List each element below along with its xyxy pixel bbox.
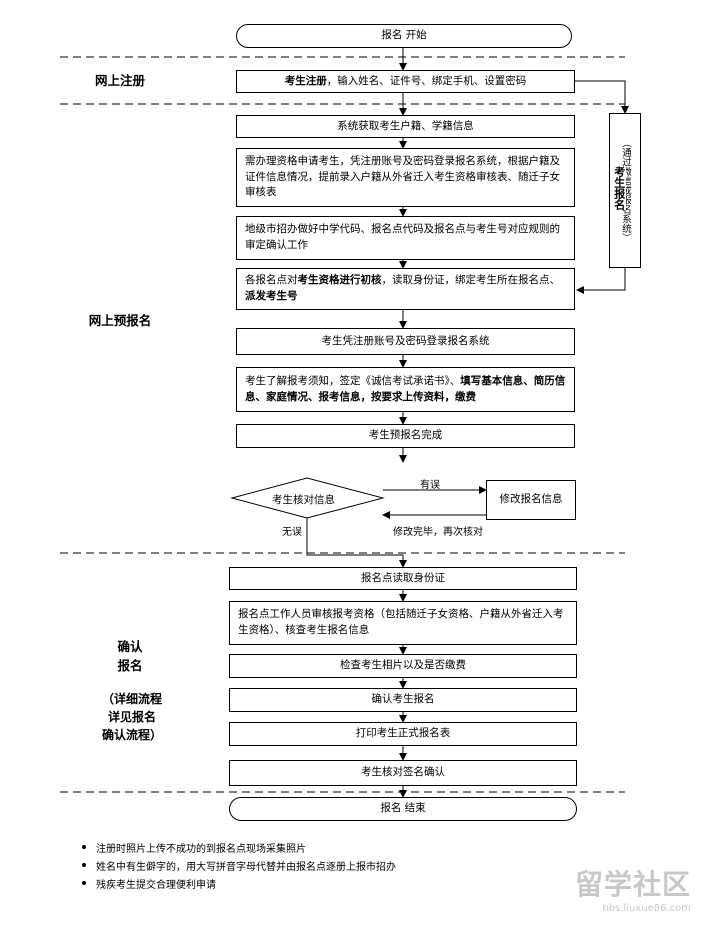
note-text: 姓名中有生僻字的，用大写拼音字母代替并由报名点逐册上报市招办: [96, 861, 396, 873]
step-register-bold: 考生注册: [284, 74, 327, 87]
step-city-codes: 地级市招办做好中学代码、报名点代码及报名点与考生号对应规则的审定确认工作: [236, 216, 575, 260]
note-text: 残疾考生提交合理便利申请: [96, 879, 216, 891]
bullet-icon: [82, 845, 86, 849]
step-modify-text: 修改报名信息: [499, 493, 563, 506]
step-print-form-text: 打印考生正式报名表: [355, 727, 451, 740]
step-prereg-done-text: 考生预报名完成: [368, 429, 443, 442]
step-initial-check-d: 派发考生号: [245, 290, 298, 302]
watermark-url: bbs.liuxue86.com: [602, 903, 691, 914]
step-confirm-registration-text: 确认考生报名: [371, 693, 435, 706]
section-confirm-note: （详细流程 详见报名 确认流程）: [101, 692, 162, 742]
bullet-icon: [82, 863, 86, 867]
step-check-photo: 检查考生相片以及是否缴费: [229, 654, 577, 678]
list-item: 残疾考生提交合理便利申请: [82, 874, 396, 892]
step-verify-qualification: 报名点工作人员审核报考资格（包括随迁子女资格、户籍从外省迁入考生资格）、核查考生…: [229, 601, 577, 645]
decision-label: 考生核对信息: [272, 494, 335, 506]
side-bold-text: 考生报名: [612, 166, 626, 210]
step-initial-check-b: 考生资格进行初核: [297, 274, 382, 287]
step-read-id-text: 报名点读取身份证: [361, 571, 445, 584]
step-print-form: 打印考生正式报名表: [229, 722, 577, 746]
step-fill-info-a: 考生了解报考须知，签定《诚信考试承诺书》、: [245, 374, 461, 387]
step-register: 考生注册，输入姓名、证件号、绑定手机、设置密码: [236, 70, 575, 93]
watermark-brand: 留学社区: [574, 868, 691, 901]
step-fill-info-b: 填写基本信息、简历信息、家庭情况、报考信息，按要求上传资料，缴费: [245, 374, 566, 403]
label-recheck: 修改完毕，再次核对: [393, 527, 483, 538]
label-ok: 无误: [282, 527, 302, 538]
start-label: 报名 开始: [381, 29, 427, 42]
step-check-photo-text: 检查考生相片以及是否缴费: [340, 659, 466, 672]
note-text: 注册时照片上传不成功的到报名点现场采集照片: [96, 843, 306, 855]
watermark: 留学社区 bbs.liuxue86.com: [575, 863, 691, 914]
end-terminal: 报名 结束: [229, 797, 577, 821]
arrow: [306, 518, 407, 568]
step-prereg-done: 考生预报名完成: [236, 424, 575, 448]
section-register: 网上注册: [94, 73, 145, 88]
bullet-icon: [82, 881, 86, 885]
step-apply-qualification: 需办理资格申请考生，凭注册账号及密码登录报名系统，根据户籍及证件信息情况，提前录…: [236, 148, 575, 207]
step-login: 考生凭注册账号及密码登录报名系统: [236, 328, 575, 355]
section-confirm: 确认 报名: [117, 639, 143, 673]
list-item: 姓名中有生僻字的，用大写拼音字母代替并由报名点逐册上报市招办: [82, 856, 396, 874]
decision-diamond: [230, 477, 385, 519]
list-item: 注册时照片上传不成功的到报名点现场采集照片: [82, 838, 396, 856]
section-preregister: 网上预报名: [88, 313, 152, 328]
step-verify-qualification-text: 报名点工作人员审核报考资格（包括随迁子女资格、户籍从外省迁入考生资格）、核查考生…: [238, 608, 564, 636]
step-sign-confirm: 考生核对签名确认: [229, 760, 577, 786]
notes-list: 注册时照片上传不成功的到报名点现场采集照片 姓名中有生僻字的，用大写拼音字母代替…: [82, 838, 396, 892]
end-label: 报名 结束: [380, 802, 426, 815]
start-terminal: 报名 开始: [236, 24, 572, 48]
label-error: 有误: [420, 480, 440, 491]
step-get-household-text: 系统获取考生户籍、学籍信息: [337, 119, 474, 132]
step-login-text: 考生凭注册账号及密码登录报名系统: [321, 334, 490, 347]
step-initial-check: 各报名点对考生资格进行初核，读取身份证，绑定考生所在报名点、派发考生号: [236, 268, 575, 310]
arrow: [576, 268, 626, 294]
step-initial-check-a: 各报名点对: [245, 274, 298, 287]
step-sign-confirm-text: 考生核对签名确认: [361, 766, 445, 779]
step-fill-info: 考生了解报考须知，签定《诚信考试承诺书》、填写基本信息、简历信息、家庭情况、报考…: [236, 367, 575, 412]
step-read-id: 报名点读取身份证: [229, 567, 577, 590]
step-modify: 修改报名信息: [486, 480, 576, 520]
step-get-household: 系统获取考生户籍、学籍信息: [236, 115, 575, 138]
arrow: [575, 80, 629, 114]
step-confirm-registration: 确认考生报名: [229, 688, 577, 712]
step-initial-check-c: ，读取身份证，绑定考生所在报名点、: [381, 274, 561, 287]
step-register-text: ，输入姓名、证件号、绑定手机、设置密码: [326, 74, 527, 87]
step-city-codes-text: 地级市招办做好中学代码、报名点代码及报名点与考生号对应规则的审定确认工作: [245, 223, 560, 251]
step-apply-qualification-text: 需办理资格申请考生，凭注册账号及密码登录报名系统，根据户籍及证件信息情况，提前录…: [245, 154, 560, 199]
